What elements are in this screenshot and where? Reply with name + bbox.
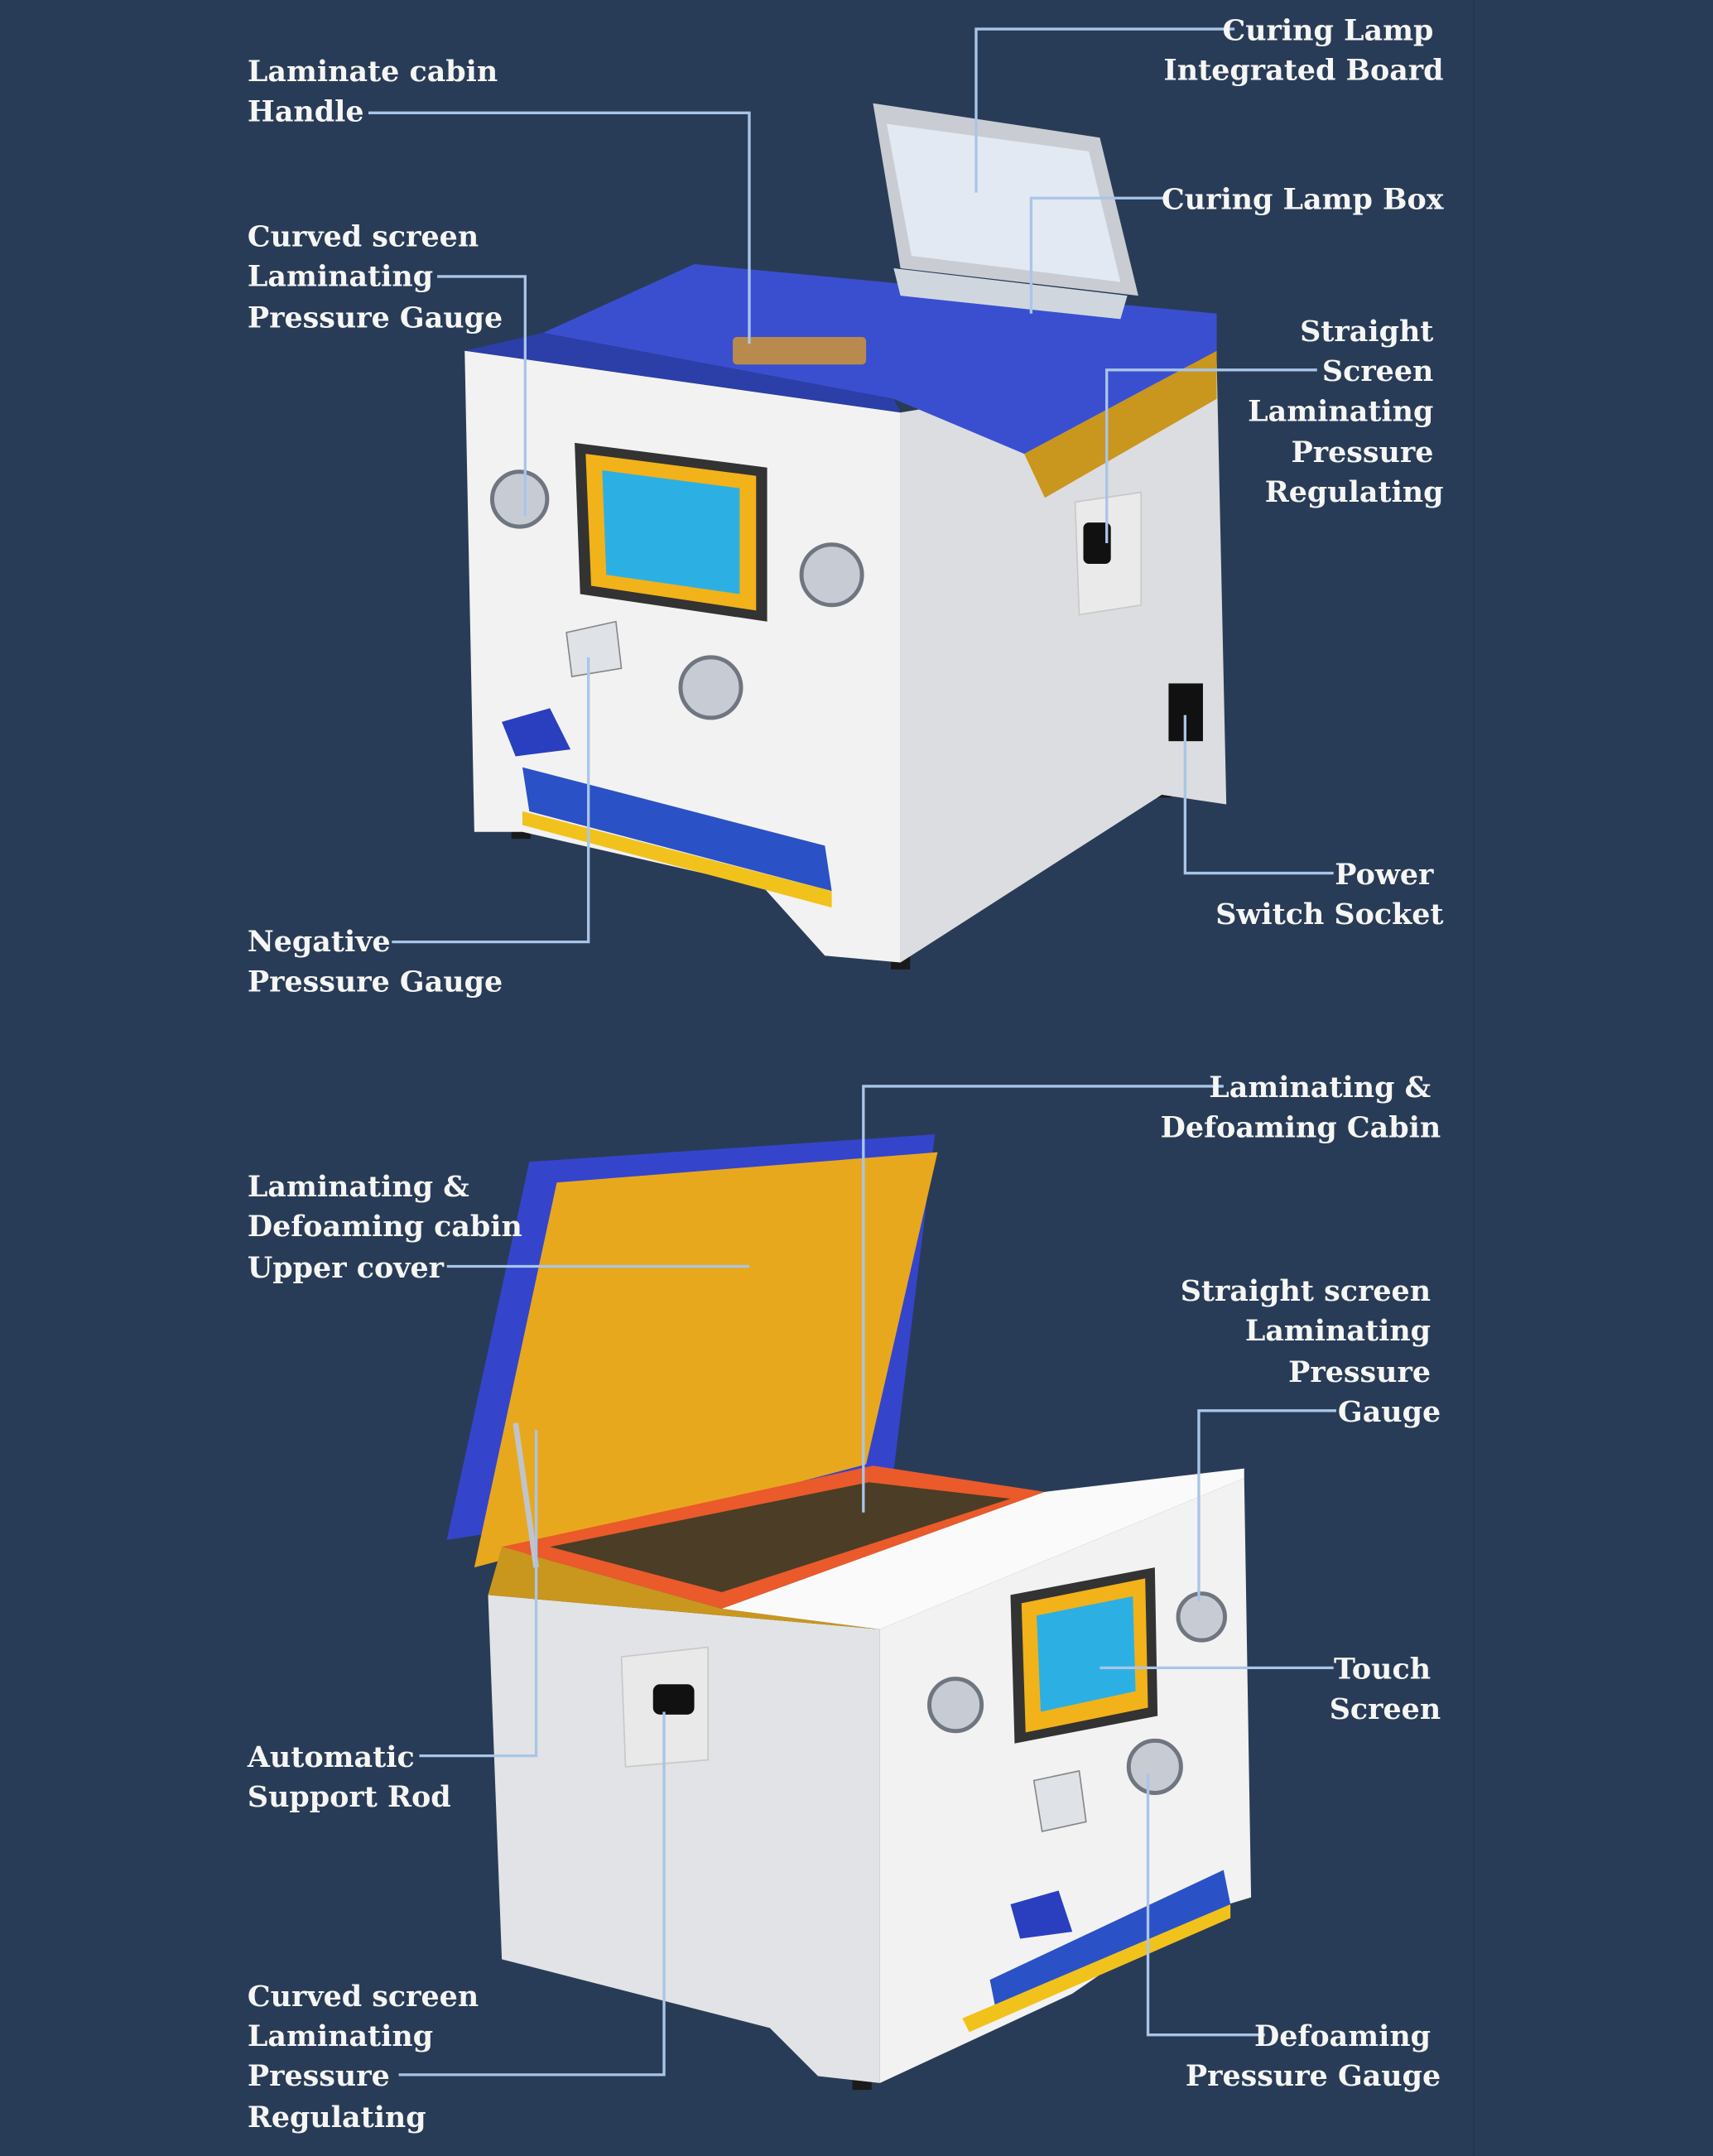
bottom-machine — [446, 1134, 1252, 2091]
label-curing-lamp-box: Curing Lamp Box — [1162, 183, 1445, 217]
straight-screen-regulator — [1083, 522, 1111, 564]
label-defoaming-cabin: Laminating & Defoaming Cabin — [1161, 1071, 1441, 1144]
leader-power-socket — [1183, 715, 1334, 875]
cabin-side-band — [488, 1547, 880, 1629]
defoaming-gauge — [678, 655, 743, 720]
blue-lid — [542, 263, 1217, 455]
yellow-stripe — [962, 1903, 1231, 2033]
label-touch-screen: Touch Screen — [1330, 1653, 1441, 1726]
label-straight-screen-regulating: Straight Screen Laminating Pressure Regu… — [1248, 315, 1443, 509]
straight-screen-gauge — [799, 542, 864, 608]
top-machine — [464, 103, 1227, 970]
straight-screen-gauge — [1176, 1591, 1228, 1643]
negative-pressure-gauge — [565, 620, 623, 678]
touch-screen-display — [1037, 1596, 1136, 1712]
label-defoaming-gauge: Defoaming Pressure Gauge — [1186, 2019, 1441, 2093]
brand-logo — [502, 708, 571, 757]
brand-logo — [1010, 1890, 1073, 1939]
leader-support-rod — [419, 1430, 538, 1758]
leader-negative-gauge — [392, 657, 590, 944]
leader-straight-regulating — [1105, 368, 1317, 544]
lid-front-edge — [464, 333, 901, 413]
curved-screen-regulator — [652, 1684, 695, 1715]
label-curved-screen-gauge: Curved screen Laminating Pressure Gauge — [248, 219, 503, 334]
leader-straight-gauge — [1197, 1409, 1337, 1602]
label-upper-cover: Laminating & Defoaming cabin Upper cover — [248, 1170, 532, 1285]
cabin-handle — [733, 336, 867, 365]
blue-label-strip — [522, 767, 832, 892]
touch-screen-display — [602, 470, 740, 594]
curing-lamp-panel — [887, 123, 1121, 282]
gold-band — [1024, 350, 1217, 498]
blue-label-strip — [989, 1870, 1231, 2014]
front-top-bevel — [721, 1468, 1244, 1629]
leader-defoaming-cabin — [862, 1085, 1224, 1513]
leader-curing-box — [1029, 196, 1169, 314]
leader-handle — [368, 111, 751, 344]
leader-curing-board — [974, 27, 1235, 193]
label-support-rod: Automatic Support Rod — [247, 1740, 451, 1814]
label-curing-lamp-board: Curing Lamp Integrated Board — [1163, 13, 1443, 87]
label-curved-screen-regulating: Curved screen Laminating Pressure Regula… — [248, 1980, 488, 2134]
yellow-stripe — [522, 811, 832, 908]
upper-cover-inner — [474, 1152, 938, 1568]
label-power-switch-socket: Power Switch Socket — [1215, 858, 1443, 931]
leader-curved-regulating — [398, 1711, 666, 2077]
label-straight-screen-gauge: Straight screen Laminating Pressure Gaug… — [1181, 1274, 1441, 1429]
machine-left-side — [488, 1595, 880, 2083]
curing-lamp-box — [893, 267, 1128, 320]
curved-screen-gauge — [927, 1677, 984, 1734]
defoaming-gauge — [1126, 1738, 1183, 1795]
label-negative-pressure-gauge: Negative Pressure Gauge — [248, 925, 503, 999]
support-rod — [512, 1422, 539, 1568]
curved-screen-gauge — [489, 469, 550, 529]
leader-defoaming-gauge — [1146, 1773, 1265, 2037]
machine-right-side — [900, 360, 1227, 963]
negative-pressure-gauge — [1032, 1769, 1087, 1832]
label-laminate-cabin-handle: Laminate cabin Handle — [248, 55, 508, 128]
defoaming-cabin — [550, 1482, 1011, 1593]
leader-curved-gauge — [437, 275, 527, 516]
